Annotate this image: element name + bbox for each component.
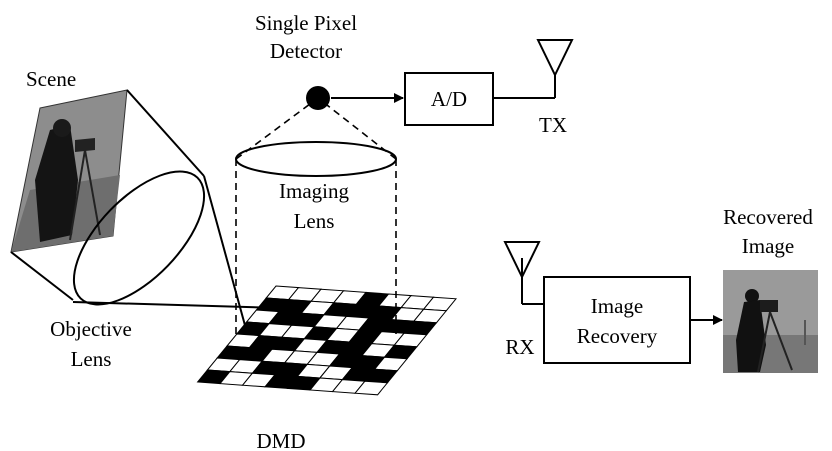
imaging-lens-label-line1: Imaging (279, 179, 349, 203)
objective-lens-label-line2: Lens (71, 347, 112, 371)
single-pixel-detector-dot (306, 86, 330, 110)
image-recovery-label-line2: Recovery (577, 324, 658, 348)
objective-lens-ellipse (72, 170, 206, 306)
objective-lens-cone (10, 89, 206, 306)
detector-label-line2: Detector (270, 39, 342, 63)
dmd-label: DMD (256, 429, 305, 451)
dmd-mirror-cell (354, 380, 389, 396)
rx-label: RX (505, 335, 534, 359)
imaging-lens-label-line2: Lens (294, 209, 335, 233)
scene-label: Scene (26, 67, 76, 91)
image-recovery-box (543, 276, 691, 364)
recovered-image-label-line1: Recovered (723, 205, 813, 229)
recovered-image (723, 270, 818, 373)
imaging-lens-ellipse (235, 141, 397, 177)
scene-image (10, 89, 128, 253)
ad-label: A/D (431, 87, 467, 111)
detector-label-line1: Single Pixel (255, 11, 357, 35)
imaging-lens-cylinder (235, 97, 397, 335)
dmd-grid (196, 285, 457, 396)
rx-antenna-icon (503, 241, 544, 305)
tx-antenna-icon (536, 39, 574, 98)
ad-converter-box (404, 72, 494, 126)
objective-lens-label-line1: Objective (50, 317, 132, 341)
recovered-image-label-line2: Image (742, 234, 794, 258)
tx-label: TX (539, 113, 567, 137)
image-recovery-label-line1: Image (591, 294, 643, 318)
